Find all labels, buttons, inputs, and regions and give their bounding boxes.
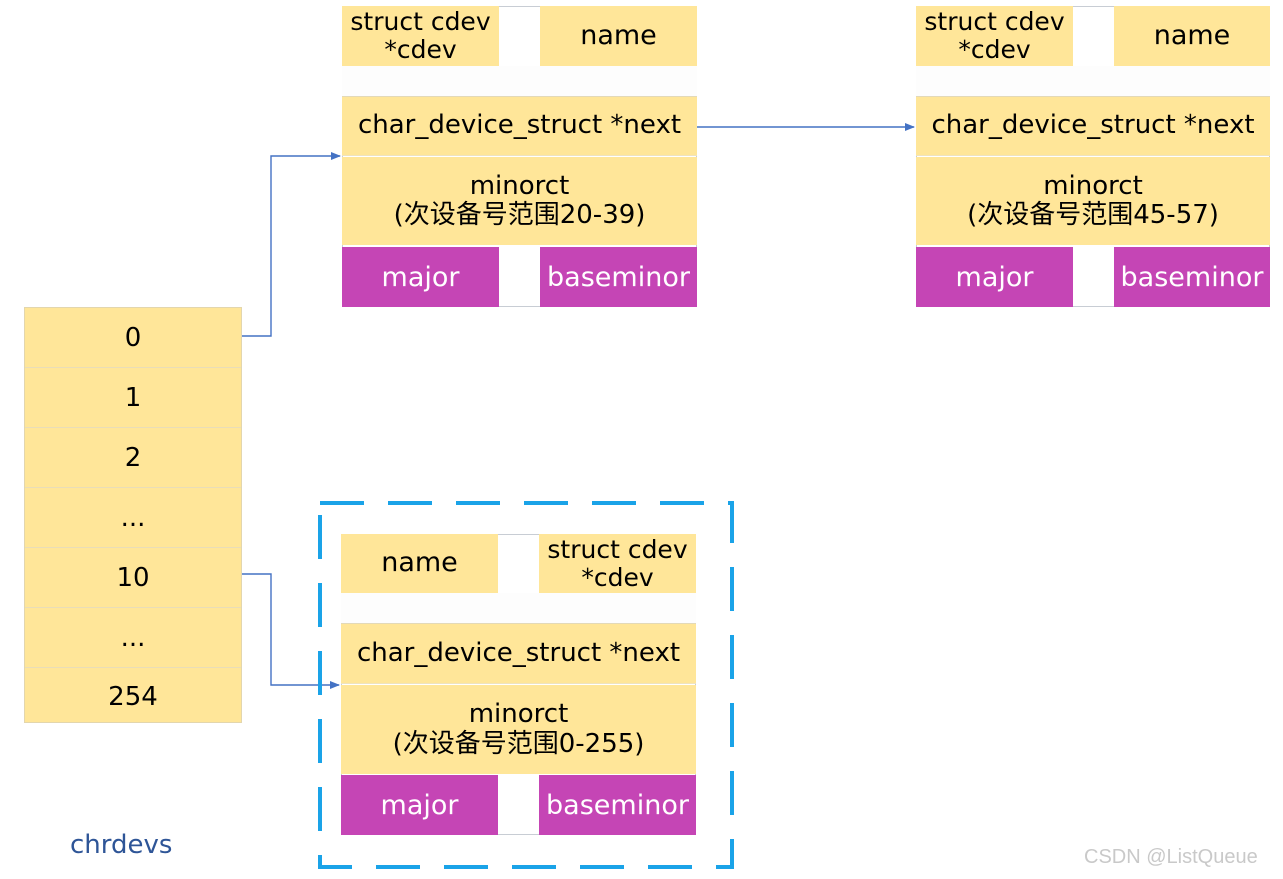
name-field: name (1114, 6, 1270, 66)
cdev-field: struct cdev *cdev (342, 6, 499, 66)
major-field: major (342, 247, 499, 307)
minorct-field: minorct (次设备号范围0-255) (341, 685, 696, 774)
baseminor-field: baseminor (540, 247, 697, 307)
major-field: major (916, 247, 1073, 307)
chrdevs-label: chrdevs (70, 830, 173, 860)
spacer-row (342, 66, 697, 97)
minorct-field: minorct (次设备号范围45-57) (916, 157, 1270, 245)
name-field: name (341, 534, 498, 593)
connector-arrow (242, 152, 341, 337)
chrdevs-entry: ... (25, 488, 241, 548)
minorct-field: minorct (次设备号范围20-39) (342, 157, 697, 245)
chrdevs-entry: 254 (108, 682, 158, 712)
next-pointer-field: char_device_struct *next (342, 97, 697, 156)
chrdevs-entry: 1 (25, 368, 241, 428)
cdev-field: struct cdev *cdev (539, 534, 696, 593)
chrdevs-entry: ... (25, 608, 241, 668)
watermark: CSDN @ListQueue (1084, 846, 1258, 868)
next-pointer-field: char_device_struct *next (341, 624, 696, 684)
chrdevs-entry: 2 (25, 428, 241, 488)
baseminor-field: baseminor (1114, 247, 1270, 307)
spacer-row (341, 593, 696, 624)
chrdevs-array: 0 1 2 ... 10 ... 254 (24, 307, 242, 723)
cdev-field: struct cdev *cdev (916, 6, 1073, 66)
baseminor-field: baseminor (539, 775, 696, 835)
connector-arrow (242, 573, 340, 689)
next-pointer-field: char_device_struct *next (916, 97, 1270, 156)
major-field: major (341, 775, 498, 835)
chrdevs-entry: 10 (25, 548, 241, 608)
name-field: name (540, 6, 697, 66)
chrdevs-entry: 0 (25, 308, 241, 368)
spacer-row (916, 66, 1270, 97)
